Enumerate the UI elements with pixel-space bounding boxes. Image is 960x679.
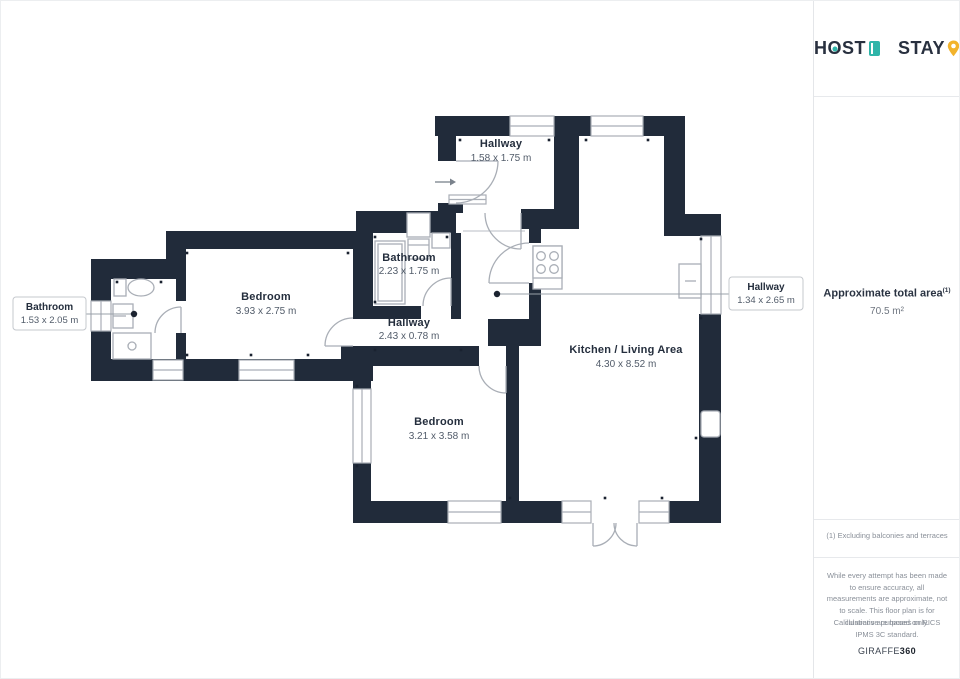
callout-hallway-east: Hallway 1.34 x 2.65 m [728, 276, 804, 311]
room-hallway-middle-dims: 2.43 x 0.78 m [379, 331, 440, 342]
room-kitchen-label: Kitchen / Living Area [569, 344, 683, 356]
room-hallway-top-dims: 1.58 x 1.75 m [471, 153, 532, 164]
callout-hallway-east-dims: 1.34 x 2.65 m [737, 295, 795, 306]
callout-bathroom-west-label: Bathroom [26, 302, 73, 313]
callout-bathroom-west-dims: 1.53 x 2.05 m [21, 315, 79, 326]
footnote-text: (1) Excluding balconies and terraces [826, 531, 948, 540]
sidelight-window [448, 194, 487, 205]
sidebar-divider-1 [814, 96, 959, 97]
sidebar-divider-2 [814, 519, 959, 520]
callout-leaders [86, 290, 729, 318]
shower-west [112, 332, 152, 360]
sidebar: HOST STAY Approximate total area(1) 70.5… [813, 1, 959, 678]
sink-west [112, 303, 134, 329]
logo-o-dot-icon [832, 46, 838, 52]
total-area-block: Approximate total area(1) 70.5 m² [814, 287, 959, 317]
corner-markers [115, 138, 703, 500]
appliance-niche [406, 212, 431, 238]
door-icon [869, 40, 880, 56]
standard-note-text: Calculations are based on RICS IPMS 3C s… [833, 618, 941, 639]
total-area-title: Approximate total area(1) [823, 287, 951, 300]
callout-hallway-east-label: Hallway [747, 282, 785, 293]
footnote-marker: (1) [942, 287, 951, 294]
room-kitchen-dims: 4.30 x 8.52 m [596, 359, 657, 370]
disclaimer-text: While every attempt has been made to ens… [826, 571, 948, 627]
sink-middle [431, 232, 451, 249]
room-bedroom-west-dims: 3.93 x 2.75 m [236, 306, 297, 317]
brand-logo: HOST STAY [814, 31, 959, 65]
room-labels: Hallway 1.58 x 1.75 m Kitchen / Living A… [236, 138, 683, 442]
fixtures [112, 212, 721, 438]
washer [407, 238, 430, 260]
stay-wordmark: STAY [898, 38, 959, 59]
room-bedroom-south-dims: 3.21 x 3.58 m [409, 431, 470, 442]
giraffe360-logo: GIRAFFE360 [857, 646, 917, 656]
callout-bathroom-west: Bathroom 1.53 x 2.05 m [12, 296, 87, 331]
room-bathroom-middle-label: Bathroom [382, 252, 436, 264]
hob [532, 245, 563, 279]
room-hallway-top-label: Hallway [480, 138, 523, 150]
location-pin-icon [947, 40, 959, 56]
room-hallway-middle-label: Hallway [388, 317, 431, 329]
room-bedroom-west-label: Bedroom [241, 291, 291, 303]
toilet [113, 278, 155, 297]
total-area-value: 70.5 m² [870, 305, 904, 317]
wall-niche [700, 410, 721, 438]
floor-plan-drawing: Bathroom 1.53 x 2.05 m Hallway 1.34 x 2.… [12, 115, 804, 547]
sidebar-divider-3 [814, 557, 959, 558]
room-bedroom-south-label: Bedroom [414, 416, 464, 428]
shower-middle [374, 240, 406, 305]
entrance-arrow-icon [435, 178, 456, 186]
console-unit [678, 263, 702, 299]
host-wordmark: HOST [814, 38, 880, 59]
doors [154, 160, 638, 547]
room-bathroom-middle-dims: 2.23 x 1.75 m [379, 266, 440, 277]
